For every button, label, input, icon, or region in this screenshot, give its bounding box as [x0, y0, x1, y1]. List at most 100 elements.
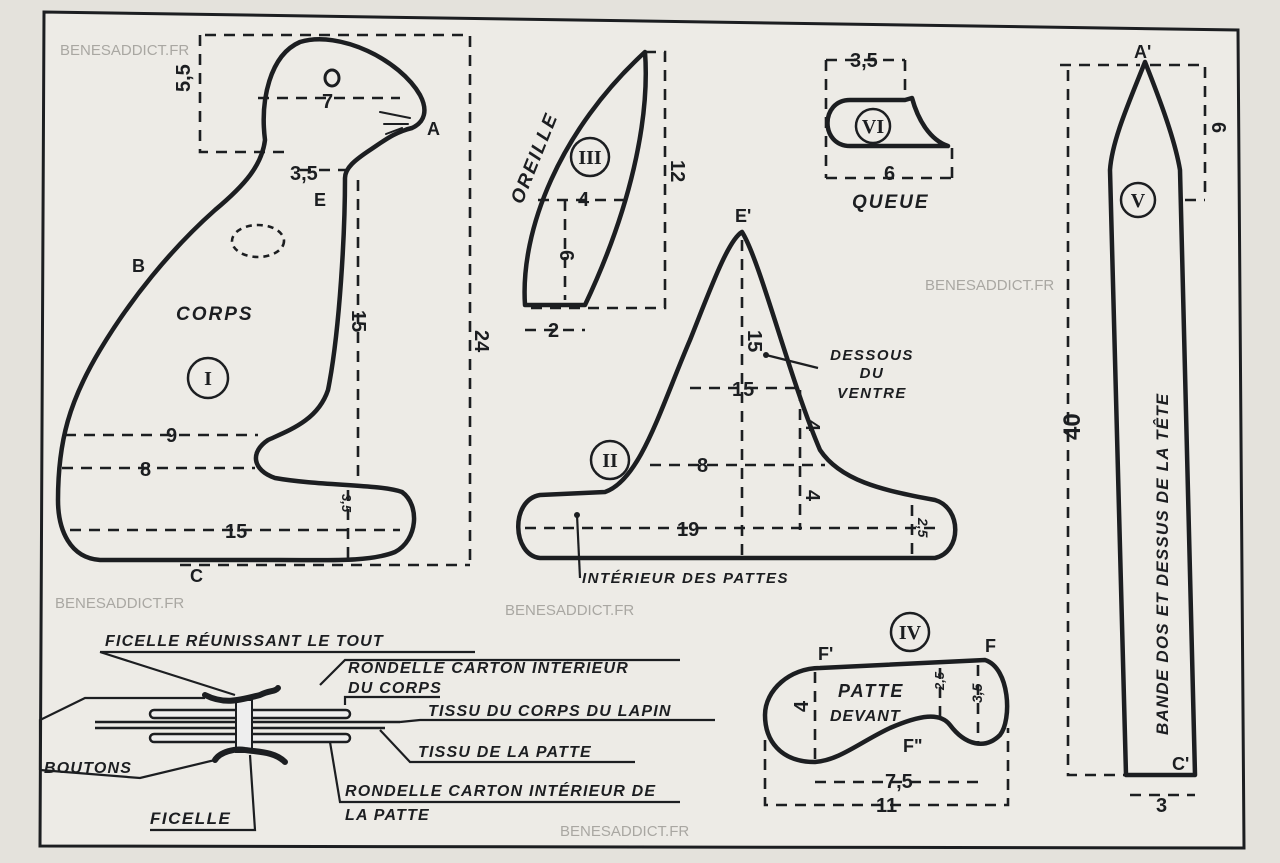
piece-belly: 15 15 8 4 4 19 2,5 E' DESSOUS DU VENTRE …	[516, 206, 958, 587]
body-point-e: E	[314, 190, 326, 210]
body-nose-mouth	[379, 111, 411, 135]
ear-dimension-lines	[525, 50, 667, 332]
frame-border	[38, 10, 1246, 850]
watermarks: BENESADDICT.FR BENESADDICT.FR BENESADDIC…	[55, 42, 1054, 840]
body-width-8-dimension: 8	[140, 459, 151, 481]
label-string: FICELLE	[150, 809, 231, 828]
piece-front-paw: F' F F" PATTE DEVANT 4 2,5 3,5 7,5 11 IV	[762, 611, 1010, 817]
label-paw-disc-line2: LA PATTE	[345, 807, 430, 824]
watermark: BENESADDICT.FR	[925, 277, 1054, 294]
body-neck-dimension: 3,5	[290, 163, 318, 185]
front-paw-inner-width-dimension: 7,5	[885, 771, 913, 793]
front-paw-width-dimension: 11	[876, 795, 897, 817]
body-eye-icon	[323, 68, 341, 88]
label-body-disc-line1: RONDELLE CARTON INTÉRIEUR	[348, 658, 629, 677]
body-number: I	[204, 368, 212, 390]
strip-dimension-lines	[1060, 63, 1207, 797]
tail-number-circle	[854, 107, 892, 145]
front-paw-point-f: F	[985, 636, 996, 656]
body-label: CORPS	[176, 304, 254, 325]
body-point-b: B	[132, 256, 145, 276]
belly-dimension-lines	[525, 240, 935, 558]
belly-side-4b-dimension: 4	[801, 490, 823, 502]
label-body-fabric: TISSU DU CORPS DU LAPIN	[428, 703, 672, 720]
label-string-all: FICELLE RÉUNISSANT LE TOUT	[105, 631, 384, 650]
body-width-9-dimension: 9	[166, 425, 177, 447]
ear-base-dimension: 2	[548, 320, 559, 342]
belly-width-8-dimension: 8	[697, 455, 708, 477]
bottom-button-icon	[212, 746, 288, 765]
strip-length-dimension: 40	[1059, 413, 1086, 440]
watermark: BENESADDICT.FR	[560, 823, 689, 840]
belly-outline	[516, 229, 958, 561]
belly-label-leader	[765, 353, 819, 370]
front-paw-label-line2: DEVANT	[830, 708, 901, 725]
belly-label-line2: DU	[860, 365, 885, 382]
body-height-dimension: 24	[470, 330, 492, 353]
ear-number: III	[578, 147, 602, 169]
assembly-diagram: FICELLE RÉUNISSANT LE TOUT RONDELLE CART…	[38, 631, 715, 832]
body-base-dimension: 15	[225, 521, 247, 543]
front-paw-outline	[762, 657, 1010, 765]
string-through	[235, 699, 253, 753]
front-paw-dimension-lines	[763, 665, 1010, 807]
ear-inner-dimension: 6	[555, 250, 577, 261]
body-front-dimension: 15	[347, 310, 369, 332]
label-buttons: BOUTONS	[44, 760, 132, 777]
ear-height-dimension: 12	[666, 160, 688, 182]
front-paw-right-dimension: 3,5	[969, 683, 985, 703]
assembly-leader-lines	[38, 650, 715, 832]
tail-top-dimension: 3,5	[850, 50, 878, 72]
paw-interior-leader	[575, 514, 582, 579]
piece-body: 5,5 7 3,5 24 15 9 8 15 3,5 A B C E CORPS…	[55, 33, 492, 586]
belly-height-dimension: 15	[743, 330, 765, 352]
paw-interior-caption: INTÉRIEUR DES PATTES	[582, 570, 789, 587]
belly-width-15-dimension: 15	[732, 379, 754, 401]
tail-number: VI	[862, 116, 884, 138]
body-paw-placement	[230, 223, 286, 259]
body-point-c: C	[190, 566, 203, 586]
tail-outline	[825, 95, 951, 149]
belly-side-4a-dimension: 4	[801, 420, 823, 432]
watermark: BENESADDICT.FR	[55, 595, 184, 612]
label-paw-fabric: TISSU DE LA PATTE	[418, 744, 592, 761]
front-paw-point-f-double: F"	[903, 736, 923, 756]
belly-number: II	[602, 450, 618, 472]
strip-label: BANDE DOS ET DESSUS DE LA TÊTE	[1153, 393, 1172, 735]
strip-point-c-prime: C'	[1172, 754, 1189, 774]
strip-number: V	[1131, 190, 1146, 212]
front-paw-number-circle	[889, 611, 931, 653]
top-button-icon	[202, 685, 281, 704]
piece-strip: A' C' 40 6 3 V BANDE DOS ET DESSUS DE LA…	[1059, 42, 1229, 817]
belly-foot-dimension: 2,5	[915, 517, 931, 538]
strip-tip-dimension: 6	[1207, 122, 1229, 133]
strip-outline	[1107, 59, 1198, 778]
belly-base-dimension: 19	[677, 519, 699, 541]
label-paw-disc-line1: RONDELLE CARTON INTÉRIEUR DE	[345, 781, 656, 800]
watermark: BENESADDICT.FR	[505, 602, 634, 619]
front-paw-label-line1: PATTE	[838, 681, 904, 701]
body-head-width-dimension: 7	[322, 91, 333, 113]
front-paw-number: IV	[899, 622, 922, 644]
strip-width-dimension: 3	[1156, 795, 1167, 817]
belly-point-e-prime: E'	[735, 206, 751, 226]
piece-tail: 3,5 6 VI QUEUE	[824, 50, 954, 213]
body-foot-dimension: 3,5	[339, 494, 354, 513]
tail-bottom-dimension: 6	[884, 163, 895, 185]
body-outline	[55, 37, 427, 563]
ear-number-circle	[569, 136, 611, 178]
watermark: BENESADDICT.FR	[60, 42, 189, 59]
ear-width-dimension: 4	[578, 189, 590, 211]
body-head-height-dimension: 5,5	[173, 64, 195, 92]
body-point-a: A	[427, 119, 440, 139]
body-number-circle	[186, 356, 230, 400]
front-paw-point-f-prime: F'	[818, 644, 833, 664]
strip-number-circle	[1119, 181, 1157, 219]
belly-number-circle	[589, 439, 631, 481]
front-paw-inner-dimension: 2,5	[932, 671, 947, 691]
tail-dimension-lines	[824, 58, 954, 180]
belly-label-line1: DESSOUS	[830, 347, 914, 364]
front-paw-height-dimension: 4	[791, 700, 813, 712]
strip-point-a-prime: A'	[1134, 42, 1151, 62]
